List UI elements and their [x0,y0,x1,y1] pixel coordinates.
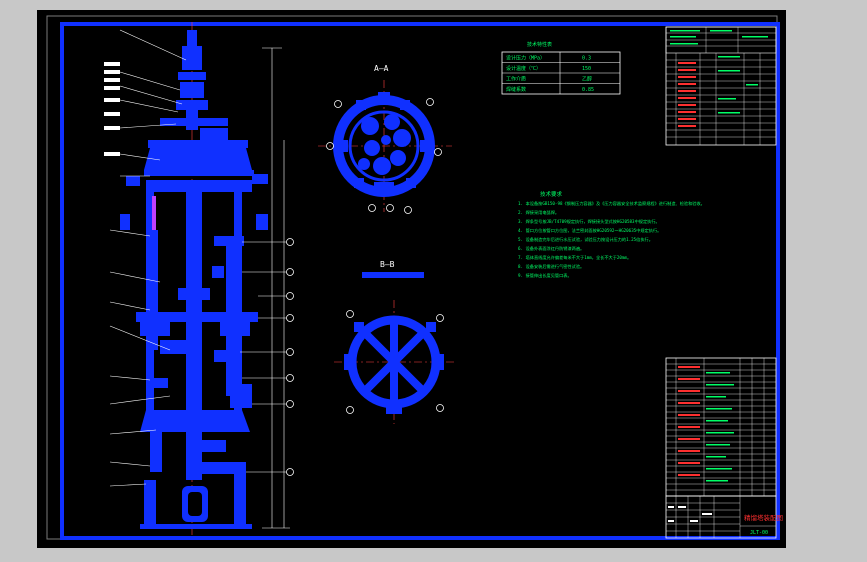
note-3: 3. 焊条型号按JB/T4709规定执行，焊接接头型式按HG20583中规定执行… [518,218,660,225]
title-block: 精馏塔装配图 JLT-00 [665,495,783,539]
note-5: 5. 设备制造完毕后进行水压试验，试验压力按设计压力的1.25倍执行。 [518,236,653,243]
technical-notes: 技术要求 1. 本设备按GB150-98《钢制压力容器》及《压力容器安全技术监察… [518,190,705,279]
tech-row-1-key: 设计压力（MPa） [506,55,545,62]
tech-table: 技术特性表 设计压力（MPa） 0.3 设计温度（℃） 150 工作介质 乙醇 … [501,41,621,95]
column-elevation [104,22,294,535]
tech-row-3-value: 乙醇 [582,76,592,83]
drawing-title: 精馏塔装配图 [744,513,783,522]
tech-row-2-key: 设计温度（℃） [506,65,541,72]
nozzle-table [665,26,777,146]
note-2: 2. 焊接采用电弧焊。 [518,209,559,216]
notes-title: 技术要求 [540,190,563,198]
section-b-b: B—B [334,260,456,424]
note-7: 7. 塔体直线度允许偏差每米不大于1mm，全长不大于20mm。 [518,254,631,261]
inner-border [60,22,780,540]
tech-row-4-key: 焊缝系数 [506,86,526,93]
note-9: 9. 接管伸出长度见管口表。 [518,272,572,279]
section-b-label: B—B [380,260,395,269]
note-8: 8. 设备安装后需进行气密性试验。 [518,263,584,270]
note-4: 4. 管口方位按管口方位图，法兰密封面按HG20592～HG20635中规定执行… [518,227,661,234]
tech-row-3-key: 工作介质 [506,76,526,83]
drawing-number: JLT-00 [750,530,768,536]
tech-row-2-value: 150 [582,66,591,72]
section-a-a: A—A [318,64,452,214]
section-a-label: A—A [374,64,389,73]
note-1: 1. 本设备按GB150-98《钢制压力容器》及《压力容器安全技术监察规程》进行… [518,200,705,207]
tech-row-4-value: 0.85 [582,87,594,93]
note-6: 6. 设备外表面涂红丹防锈漆两遍。 [518,245,584,252]
tech-row-1-value: 0.3 [582,56,591,62]
tech-table-title: 技术特性表 [527,41,552,48]
